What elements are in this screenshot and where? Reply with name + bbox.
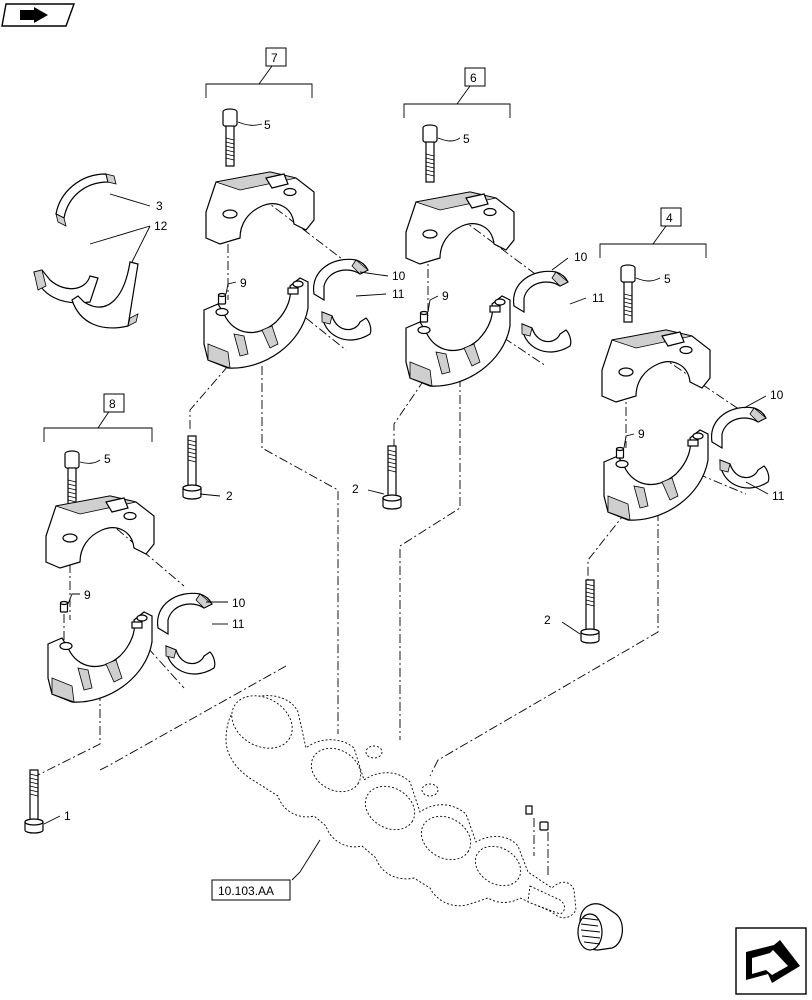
group-label-4: 4 — [666, 211, 673, 225]
thrust-washer-lower-b — [71, 261, 139, 329]
callout-10-c: 10 — [770, 388, 784, 402]
bearing-shells-6 — [512, 270, 572, 353]
group-bracket-4: 4 — [599, 207, 707, 258]
callout-11-b: 11 — [592, 291, 605, 305]
thrust-washer-upper — [55, 173, 117, 227]
callout-11-d: 11 — [232, 617, 245, 631]
cap-bolt-8 — [64, 450, 80, 509]
crank-key — [525, 805, 533, 815]
callout-9-b: 9 — [442, 289, 449, 303]
book-arrow-icon[interactable] — [1, 3, 75, 27]
callout-9-a: 9 — [240, 276, 247, 290]
main-bolt-7 — [182, 435, 202, 500]
group-label-7: 7 — [271, 51, 278, 65]
callout-5-b: 5 — [463, 132, 470, 146]
bearing-shells-7 — [312, 258, 372, 341]
thrust-washer-lower-a — [33, 269, 99, 304]
lower-bearing-cap-6 — [405, 295, 511, 387]
dowel-pin-8 — [59, 600, 69, 613]
callout-9-c: 9 — [638, 427, 645, 441]
crankshaft-reference-label: 10.103.AA — [218, 884, 274, 898]
main-bolt-6 — [382, 445, 402, 510]
bearing-shells-4 — [710, 406, 770, 489]
callout-10-b: 10 — [574, 250, 588, 264]
upper-bearing-cap-8 — [45, 495, 155, 569]
group-bracket-7: 7 — [205, 47, 313, 98]
cap-bolt-4 — [620, 264, 636, 323]
callout-2-a: 2 — [226, 489, 233, 503]
cap-bolt-7 — [222, 108, 238, 167]
callout-5-d: 5 — [104, 452, 111, 466]
group-bracket-6: 6 — [403, 67, 511, 118]
main-bearing-group-7: 5 9 10 11 2 — [182, 108, 406, 503]
cap-bolt-6 — [422, 124, 438, 183]
callout-10-d: 10 — [232, 596, 246, 610]
callout-5-a: 5 — [264, 118, 271, 132]
callout-11-a: 11 — [392, 287, 405, 301]
dowel-pin-4 — [615, 446, 625, 459]
next-page-arrow-icon[interactable] — [735, 927, 807, 995]
lower-bearing-cap-4 — [603, 429, 709, 521]
main-bearing-group-6: 5 9 10 11 2 — [352, 124, 605, 510]
main-bolt-1: 1 — [24, 769, 71, 834]
callout-5-c: 5 — [664, 272, 671, 286]
lower-bearing-cap-7 — [203, 277, 309, 369]
callout-3: 3 — [156, 199, 163, 213]
group-label-6: 6 — [470, 71, 477, 85]
callout-12: 12 — [154, 219, 168, 233]
group-bracket-8: 8 — [43, 393, 153, 442]
upper-bearing-cap-4 — [601, 329, 711, 403]
group-label-8: 8 — [109, 397, 116, 411]
callout-11-c: 11 — [772, 489, 785, 503]
upper-bearing-cap-7 — [205, 171, 315, 245]
assembly-lines — [35, 197, 747, 876]
lower-bearing-cap-8 — [47, 611, 153, 703]
upper-bearing-cap-6 — [405, 191, 515, 265]
main-bearing-group-8: 5 9 10 11 — [45, 450, 246, 703]
crank-pin — [539, 821, 549, 831]
crankshaft — [225, 695, 577, 919]
callout-1: 1 — [64, 809, 71, 823]
callout-2-c: 2 — [544, 613, 551, 627]
bearing-shells-8 — [156, 592, 216, 675]
main-bearing-group-4: 5 9 10 11 2 — [544, 264, 785, 644]
callout-2-b: 2 — [352, 482, 359, 496]
callout-10-a: 10 — [392, 269, 406, 283]
crankshaft-reference[interactable]: 10.103.AA — [211, 839, 321, 901]
dowel-pin-7 — [217, 292, 227, 305]
dowel-pin-6 — [419, 310, 429, 323]
crankshaft-gear — [577, 903, 623, 951]
callout-9-d: 9 — [84, 588, 91, 602]
main-bolt-4 — [580, 579, 600, 644]
